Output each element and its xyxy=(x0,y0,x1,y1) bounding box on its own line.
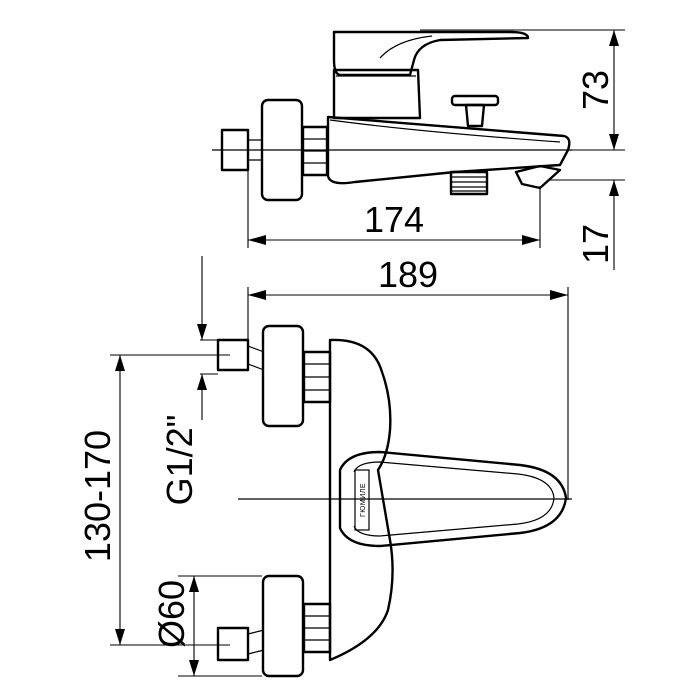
dimension-17: 17 xyxy=(548,179,625,270)
top-lever-contour xyxy=(353,461,555,537)
dimension-189-label: 189 xyxy=(378,254,438,295)
top-brand-plate xyxy=(354,469,370,531)
side-body-contour xyxy=(329,119,561,143)
side-nut-lines xyxy=(303,138,327,164)
top-upper-connector xyxy=(216,338,250,372)
side-diverter-stem xyxy=(464,103,486,128)
side-mixer-body xyxy=(326,115,571,185)
side-view xyxy=(212,30,572,202)
side-cartridge-column xyxy=(332,68,422,120)
side-spout-aerator xyxy=(514,164,562,190)
dimension-130-170: 130-170 xyxy=(77,354,230,646)
top-upper-neck xyxy=(247,345,265,371)
dimension-diameter-label: Ø60 xyxy=(151,580,192,648)
dimension-73: 73 xyxy=(420,29,625,151)
dimension-73-label: 73 xyxy=(575,70,616,110)
top-lower-nut-lines xyxy=(304,615,330,641)
top-lever-handle xyxy=(338,450,568,548)
dimension-diameter-60: Ø60 xyxy=(151,575,262,677)
dimension-174-label: 174 xyxy=(364,199,424,240)
side-hose-outlet xyxy=(449,170,489,196)
top-upper-nut-lines xyxy=(304,363,330,391)
dimension-130-170-label: 130-170 xyxy=(77,430,118,562)
top-lower-connector xyxy=(216,626,250,662)
top-lower-flange xyxy=(261,574,305,678)
side-lever-handle xyxy=(332,30,530,77)
side-connector-neck xyxy=(248,139,262,161)
side-diverter-cap xyxy=(450,94,500,107)
top-upper-flange xyxy=(261,324,305,428)
brand-mark-text: ГЮМИЛЕ xyxy=(360,483,367,517)
top-lower-neck xyxy=(247,629,265,655)
dimension-189: 189 xyxy=(247,254,569,500)
dimension-17-label: 17 xyxy=(575,224,616,264)
side-lever-contour xyxy=(379,35,433,59)
dimension-174: 174 xyxy=(247,170,541,248)
dimension-thread-g12: G1/2" xyxy=(159,256,218,505)
dimension-thread-label: G1/2" xyxy=(159,415,200,506)
top-view: ГЮМИЛЕ xyxy=(216,324,572,678)
side-outlet-thread xyxy=(451,176,487,192)
